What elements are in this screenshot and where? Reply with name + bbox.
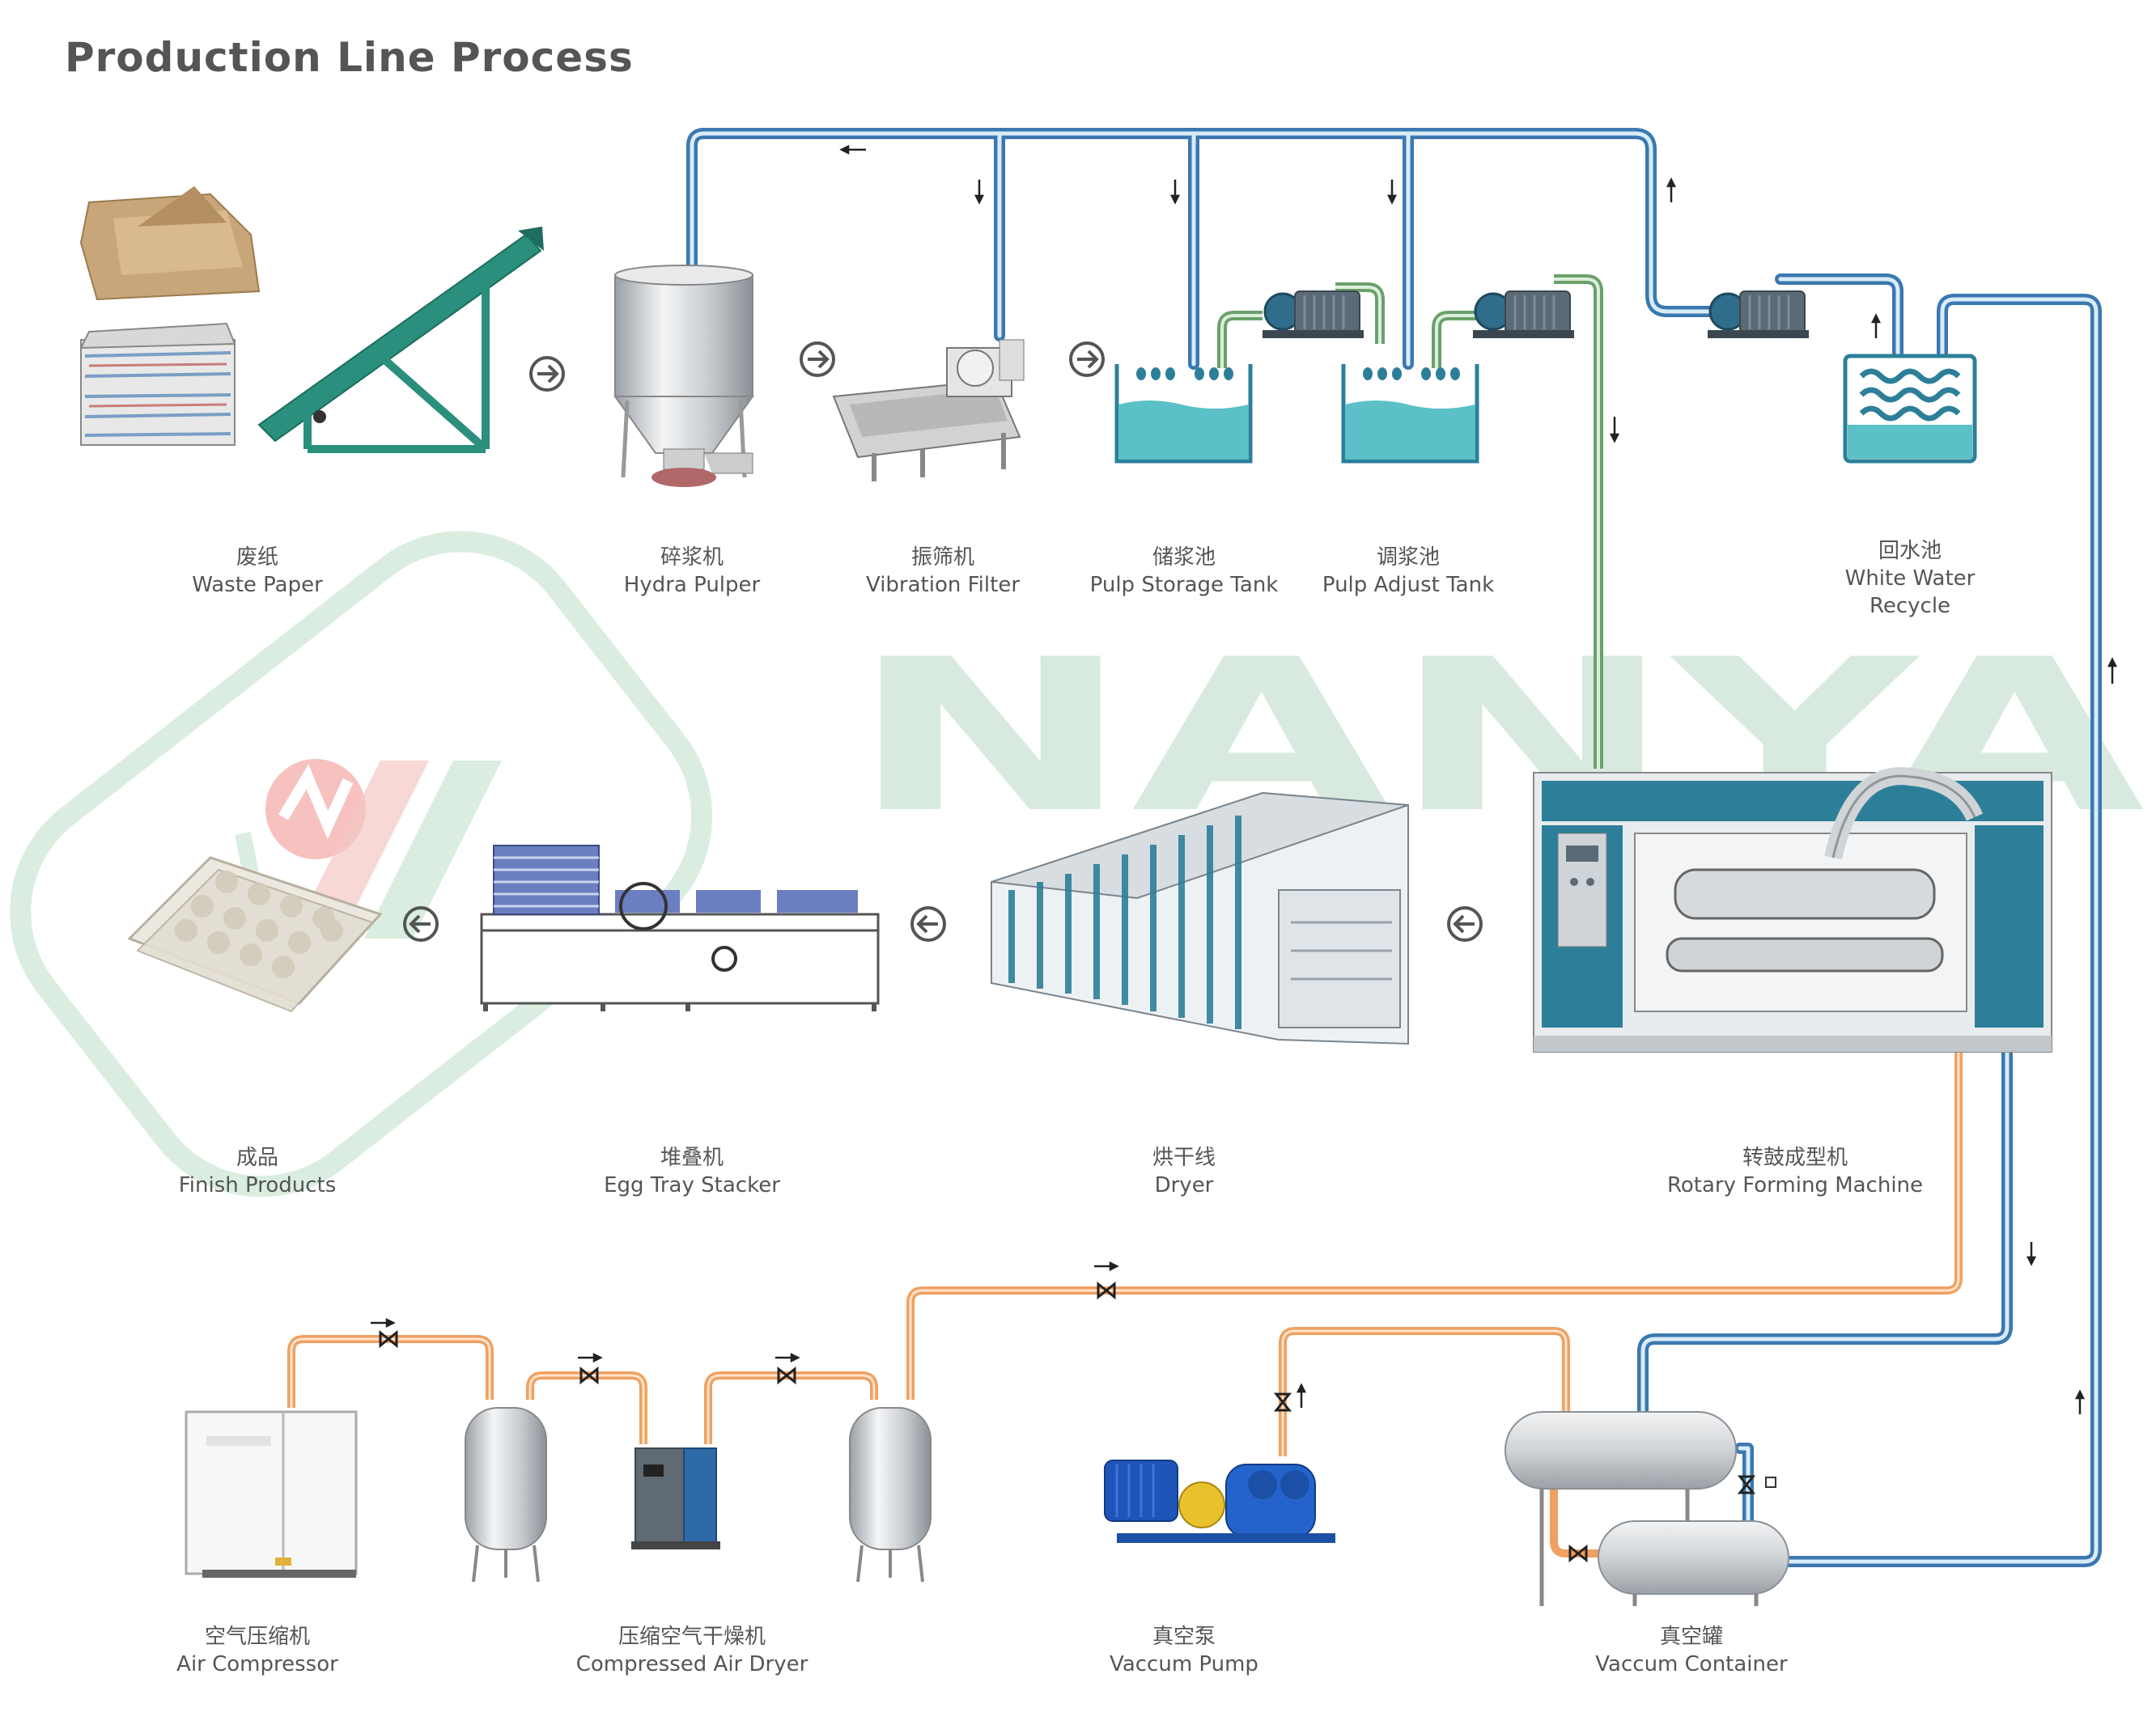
arrow-right-circle-icon bbox=[800, 341, 835, 377]
label-air-compressor: 空气压缩机 Air Compressor bbox=[176, 1625, 338, 1676]
flow-arrow-icon bbox=[371, 1317, 396, 1329]
water-drops-icon bbox=[1136, 367, 1233, 380]
pulp-pipes bbox=[1217, 274, 1603, 769]
flow-arrow-icon bbox=[578, 1352, 603, 1363]
valve-icon bbox=[777, 1366, 796, 1385]
process-arrows bbox=[403, 341, 1483, 942]
air-pipes bbox=[287, 1052, 1963, 1558]
label-egg-tray-stacker: 堆叠机 Egg Tray Stacker bbox=[604, 1146, 780, 1197]
arrow-left-circle-icon bbox=[910, 906, 946, 942]
flow-arrows bbox=[371, 144, 2118, 1414]
egg-tray-image bbox=[127, 856, 383, 1013]
compressed-air-dryer-image bbox=[631, 1447, 720, 1549]
vacuum-pump-image bbox=[1104, 1460, 1335, 1543]
label-vacuum-container: 真空罐 Vaccum Container bbox=[1595, 1625, 1788, 1676]
white-water-tank-image bbox=[1843, 354, 1977, 464]
arrow-right-circle-icon bbox=[529, 356, 565, 392]
label-finish-products: 成品 Finish Products bbox=[178, 1146, 337, 1197]
label-compressed-air-dryer: 压缩空气干燥机 Compressed Air Dryer bbox=[575, 1625, 808, 1676]
valve-icon bbox=[1273, 1392, 1292, 1412]
egg-tray-stacker-image bbox=[480, 845, 880, 1011]
arrow-left-circle-icon bbox=[1447, 906, 1483, 942]
pulp-storage-tank-image bbox=[1114, 364, 1253, 464]
label-vibration-filter: 振筛机 Vibration Filter bbox=[865, 545, 1021, 597]
label-hydra-pulper: 碎浆机 Hydra Pulper bbox=[623, 545, 761, 597]
valve-icon bbox=[379, 1329, 398, 1349]
valve-icon bbox=[1097, 1281, 1116, 1300]
page-title: Production Line Process bbox=[65, 34, 634, 81]
conveyor-image bbox=[257, 227, 544, 453]
flow-arrow-icon bbox=[1609, 417, 1620, 443]
label-pulp-storage-tank: 储浆池 Pulp Storage Tank bbox=[1089, 545, 1279, 597]
valve-icon bbox=[579, 1366, 599, 1385]
flow-arrow-icon bbox=[1296, 1383, 1307, 1408]
flow-arrow-icon bbox=[839, 144, 866, 155]
waste-paper-image bbox=[79, 186, 261, 446]
vacuum-container-image bbox=[1505, 1411, 1789, 1606]
air-compressor-image bbox=[185, 1410, 358, 1578]
dryer-image bbox=[991, 791, 1409, 1045]
valve-icon bbox=[1737, 1475, 1756, 1494]
flow-arrow-icon bbox=[2026, 1242, 2037, 1266]
air-tank-image bbox=[849, 1407, 932, 1583]
flow-arrow-icon bbox=[2107, 657, 2118, 684]
flow-arrow-icon bbox=[974, 180, 985, 205]
flow-arrow-icon bbox=[1386, 180, 1398, 205]
label-dryer: 烘干线 Dryer bbox=[1152, 1146, 1216, 1197]
water-drops-icon bbox=[1363, 367, 1460, 380]
label-vacuum-pump: 真空泵 Vaccum Pump bbox=[1110, 1625, 1258, 1676]
flow-arrow-icon bbox=[1666, 177, 1677, 202]
pump-image bbox=[1473, 290, 1574, 338]
label-waste-paper: 废纸 Waste Paper bbox=[192, 545, 323, 597]
air-tank-image bbox=[465, 1407, 547, 1583]
pump-image bbox=[1708, 290, 1809, 338]
pulp-adjust-tank-image bbox=[1341, 364, 1479, 464]
waves-icon bbox=[1859, 368, 1961, 422]
vibration-filter-image bbox=[832, 339, 1025, 481]
rotary-forming-machine-image bbox=[1533, 767, 2052, 1053]
valves bbox=[379, 1281, 1756, 1563]
arrow-right-circle-icon bbox=[1069, 341, 1105, 377]
flow-arrow-icon bbox=[1169, 180, 1181, 205]
flow-arrow-icon bbox=[1870, 313, 1882, 338]
label-white-water-recycle: 回水池 White Water Recycle bbox=[1844, 539, 1976, 618]
flow-arrow-icon bbox=[2074, 1389, 2086, 1414]
label-pulp-adjust-tank: 调浆池 Pulp Adjust Tank bbox=[1322, 545, 1495, 597]
flow-arrow-icon bbox=[775, 1352, 800, 1363]
water-pipes bbox=[686, 128, 2102, 1567]
pump-image bbox=[1263, 290, 1364, 338]
hydra-pulper-image bbox=[613, 265, 754, 487]
flow-arrow-icon bbox=[1094, 1261, 1119, 1272]
arrow-left-circle-icon bbox=[403, 906, 439, 942]
valve-icon bbox=[1568, 1544, 1588, 1563]
label-rotary-forming-machine: 转鼓成型机 Rotary Forming Machine bbox=[1666, 1146, 1924, 1197]
